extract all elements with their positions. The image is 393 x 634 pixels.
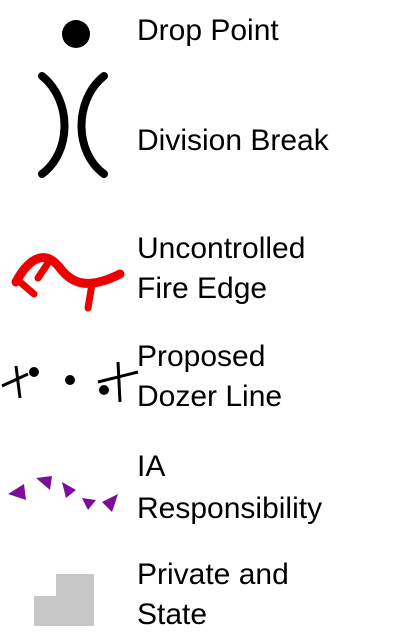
uncontrolled-fire-edge-icon — [11, 253, 125, 312]
legend-label-line-2: Dozer Line — [137, 380, 283, 413]
private-and-state-icon — [34, 574, 94, 626]
drop-point-icon — [62, 20, 90, 48]
legend-item-proposed-dozer-line: Proposed Dozer Line — [0, 336, 393, 426]
legend-label-line-1: Proposed — [137, 340, 266, 373]
proposed-dozer-line-icon — [1, 361, 139, 403]
legend-label-line-2: State — [137, 598, 208, 631]
legend-item-private-and-state: Private and State — [0, 552, 393, 634]
legend-label-line-2: Responsibility — [137, 492, 323, 525]
legend-item-drop-point: Drop Point — [0, 0, 393, 60]
legend-item-ia-responsibility: IA Responsibility — [0, 446, 393, 542]
legend-label-line-1: Private and — [137, 558, 289, 591]
ia-responsibility-icon — [8, 476, 118, 512]
legend-item-uncontrolled-fire-edge: Uncontrolled Fire Edge — [0, 228, 393, 318]
division-break-icon — [38, 72, 108, 178]
legend-label: Division Break — [137, 124, 329, 157]
legend-item-division-break: Division Break — [0, 60, 393, 190]
legend-label: Drop Point — [137, 14, 279, 47]
legend-label-line-1: Uncontrolled — [137, 232, 306, 265]
legend-label-line-2: Fire Edge — [137, 272, 268, 305]
legend-label-line-1: IA — [137, 450, 166, 483]
